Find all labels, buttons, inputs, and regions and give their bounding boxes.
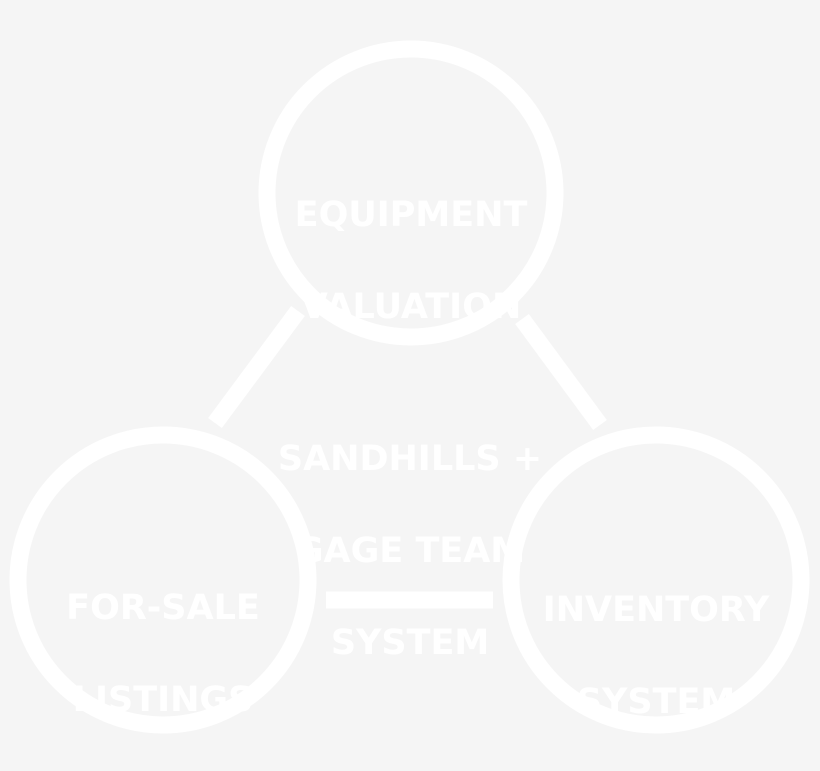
- node-label-line: VALUATION: [300, 287, 522, 327]
- center-label-line: GAGE TEAM: [294, 531, 526, 571]
- center-label-line: SANDHILLS +: [277, 439, 543, 479]
- connector-top-left: [208, 305, 305, 429]
- node-circle-for-sale-listings: [9, 426, 317, 734]
- center-label: SANDHILLS + GAGE TEAM SYSTEM: [230, 390, 590, 712]
- connector-top-right: [515, 313, 607, 431]
- node-label-line: SYSTEM: [576, 682, 736, 722]
- center-label-line: SYSTEM: [330, 623, 490, 663]
- diagram-canvas: [0, 0, 820, 752]
- node-label-equipment-valuation: EQUIPMENT VALUATION: [261, 146, 561, 376]
- node-label-line: INVENTORY: [542, 590, 770, 630]
- node-circle-inventory-system: [502, 426, 810, 734]
- node-circle-equipment-valuation: [258, 40, 564, 346]
- node-label-line: FOR-SALE: [66, 588, 260, 628]
- node-label-line: LISTINGS: [72, 680, 254, 720]
- node-label-inventory-system: INVENTORY SYSTEM: [506, 541, 806, 771]
- node-label-line: EQUIPMENT: [294, 195, 528, 235]
- node-label-for-sale-listings: FOR-SALE LISTINGS: [13, 539, 313, 769]
